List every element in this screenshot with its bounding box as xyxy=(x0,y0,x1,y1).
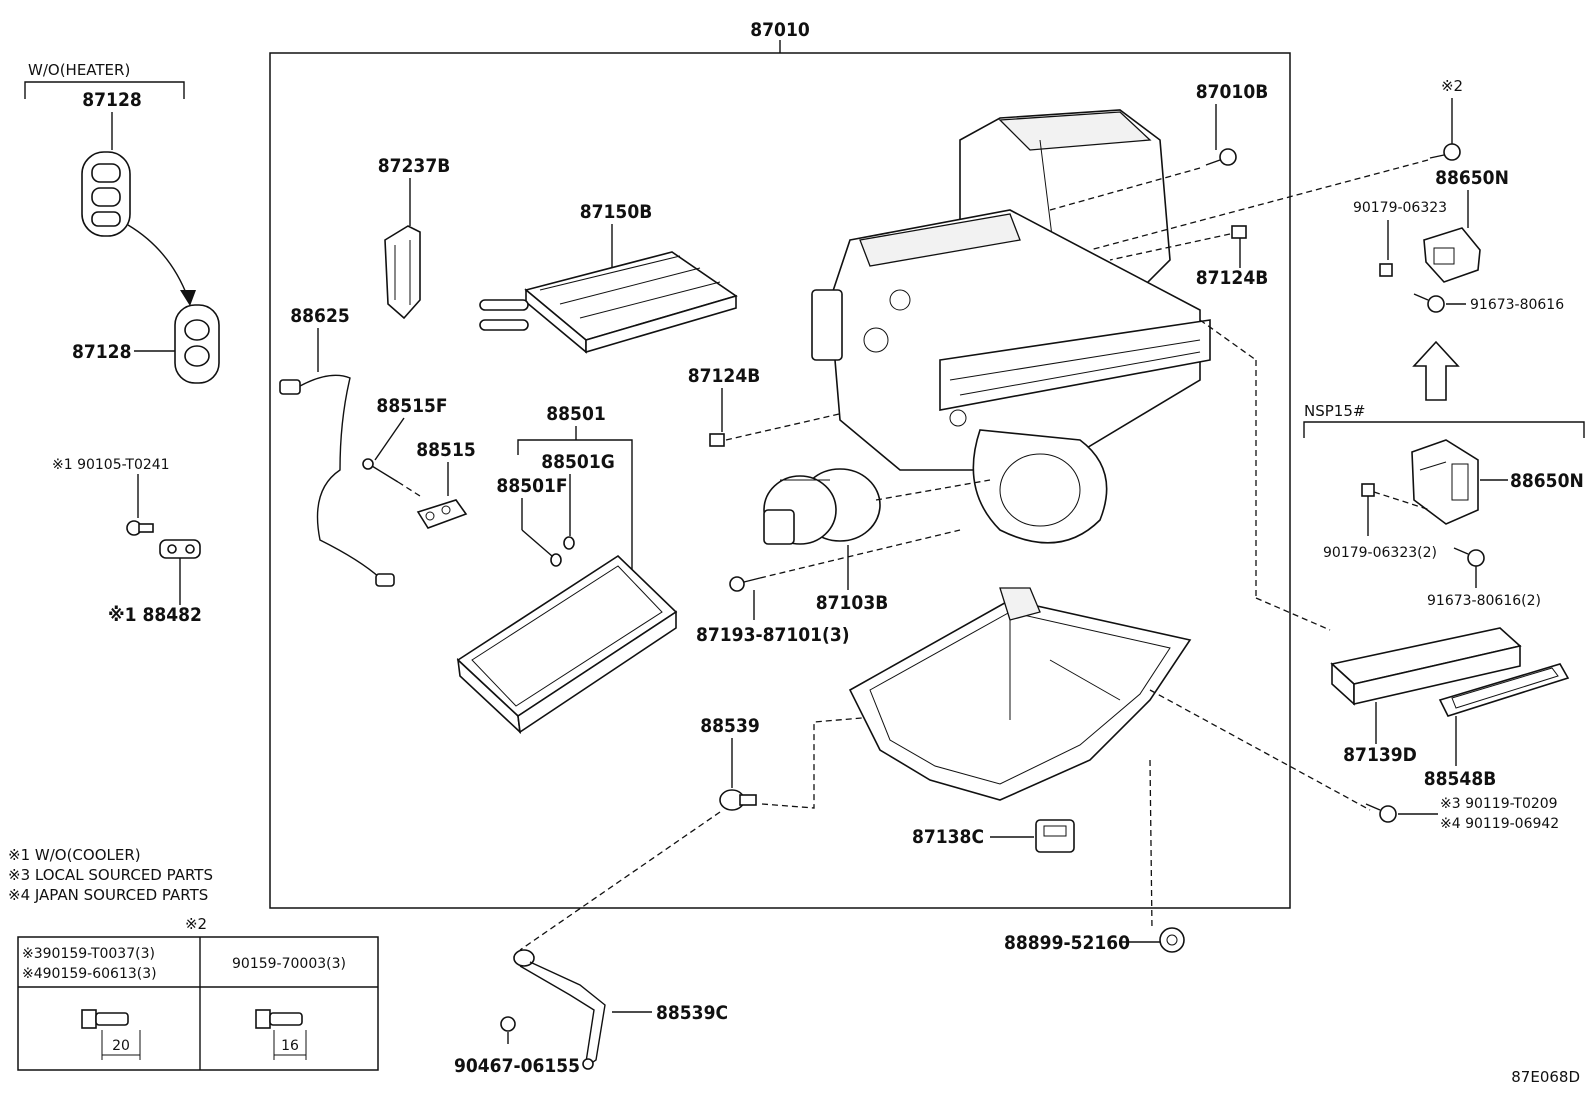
screw-91673-top xyxy=(1413,293,1445,313)
label-88501G: 88501G xyxy=(541,451,615,473)
label-88650N-bottom: 88650N xyxy=(1510,470,1584,492)
clip-90179-bottom xyxy=(1361,483,1375,497)
label-87128-bottom: 87128 xyxy=(72,341,131,363)
grommet-87128-bottom xyxy=(174,304,220,384)
table-ref: ※2 xyxy=(185,915,207,933)
label-87010B: 87010B xyxy=(1196,81,1269,103)
blower-motor-87103B xyxy=(763,468,881,545)
relay-87138C xyxy=(1035,819,1075,853)
label-87128-top: 87128 xyxy=(82,89,141,111)
clip-87124B-right xyxy=(1231,225,1247,239)
hose-88539C xyxy=(513,949,606,1070)
label-88501F: 88501F xyxy=(496,475,567,497)
label-87138C: 87138C xyxy=(912,826,984,848)
label-88515F: 88515F xyxy=(376,395,447,417)
screw-90105 xyxy=(126,520,154,536)
label-90119-T0209: ※3 90119-T0209 xyxy=(1440,796,1558,812)
label-nsp15: NSP15# xyxy=(1304,402,1365,420)
note-japan-sourced: ※4 JAPAN SOURCED PARTS xyxy=(8,886,208,904)
nut-88899 xyxy=(1159,927,1185,953)
label-88482: ※1 88482 xyxy=(108,604,202,626)
bolt-88515F xyxy=(362,458,399,483)
label-87237B: 87237B xyxy=(378,155,451,177)
screw-ref2 xyxy=(1429,143,1461,161)
label-88539: 88539 xyxy=(700,715,759,737)
note-local-sourced: ※3 LOCAL SOURCED PARTS xyxy=(8,866,213,884)
label-90105-T0241: ※1 90105-T0241 xyxy=(52,457,170,473)
label-88899-52160: 88899-52160 xyxy=(1004,932,1130,954)
table-col1-row1: ※390159-T0037(3) xyxy=(22,946,155,962)
label-87010: 87010 xyxy=(750,19,810,41)
arrow-icon xyxy=(127,224,189,299)
label-90179-06323-bottom: 90179-06323(2) xyxy=(1323,545,1437,561)
grommet-87128-top xyxy=(81,151,131,237)
clip-87124B-left xyxy=(709,433,725,447)
label-88625: 88625 xyxy=(290,305,349,327)
label-87124B-left: 87124B xyxy=(688,365,761,387)
bracket-87237B xyxy=(384,225,421,320)
note-wo-cooler: ※1 W/O(COOLER) xyxy=(8,846,141,864)
table-dim-16: 16 xyxy=(281,1038,299,1054)
screw-90119 xyxy=(1365,803,1397,823)
label-88650N-top: 88650N xyxy=(1435,167,1509,189)
label-90467-06155: 90467-06155 xyxy=(454,1055,580,1077)
clip-90467 xyxy=(500,1016,516,1032)
label-91673-80616-bottom: 91673-80616(2) xyxy=(1427,593,1541,609)
label-87124B-right: 87124B xyxy=(1196,267,1269,289)
diagram-code: 87E068D xyxy=(1511,1068,1580,1086)
label-91673-80616-top: 91673-80616 xyxy=(1470,297,1564,313)
label-90179-06323-top: 90179-06323 xyxy=(1353,200,1447,216)
screw-91673-bottom xyxy=(1453,547,1485,567)
label-88539C: 88539C xyxy=(656,1002,728,1024)
resistor-88650N-top xyxy=(1423,227,1481,283)
evaporator-88501 xyxy=(456,554,678,735)
expansion-valve-88515 xyxy=(416,499,468,529)
label-87193-87101: 87193-87101(3) xyxy=(696,624,850,646)
label-88501: 88501 xyxy=(546,403,605,425)
cover-88548B xyxy=(1438,663,1570,717)
resistor-88650N-bottom xyxy=(1411,439,1479,525)
label-ref2-top: ※2 xyxy=(1441,77,1463,95)
label-90119-06942: ※4 90119-06942 xyxy=(1440,816,1559,832)
sensor-88482 xyxy=(159,539,201,559)
table-dim-20: 20 xyxy=(112,1038,130,1054)
wire-harness-88625 xyxy=(279,374,395,587)
bolt-table: ※390159-T0037(3) ※490159-60613(3) 90159-… xyxy=(17,936,379,1071)
heater-unit-housing xyxy=(811,109,1211,544)
label-87150B: 87150B xyxy=(580,201,653,223)
clip-90179-top xyxy=(1379,263,1393,277)
screw-87193-87101 xyxy=(729,576,761,592)
table-col2: 90159-70003(3) xyxy=(232,956,346,972)
label-wo-heater: W/O(HEATER) xyxy=(28,61,130,79)
label-87103B: 87103B xyxy=(816,592,889,614)
label-88515: 88515 xyxy=(416,439,475,461)
up-arrow-icon xyxy=(1412,340,1460,401)
heater-core-87150B xyxy=(479,251,738,354)
screw-87010B xyxy=(1205,148,1237,166)
table-col1-row2: ※490159-60613(3) xyxy=(22,966,157,982)
sensor-88539 xyxy=(719,789,757,811)
filter-87139D xyxy=(1330,627,1522,706)
label-87139D: 87139D xyxy=(1343,744,1417,766)
lower-case xyxy=(848,587,1192,801)
label-88548B: 88548B xyxy=(1424,768,1497,790)
